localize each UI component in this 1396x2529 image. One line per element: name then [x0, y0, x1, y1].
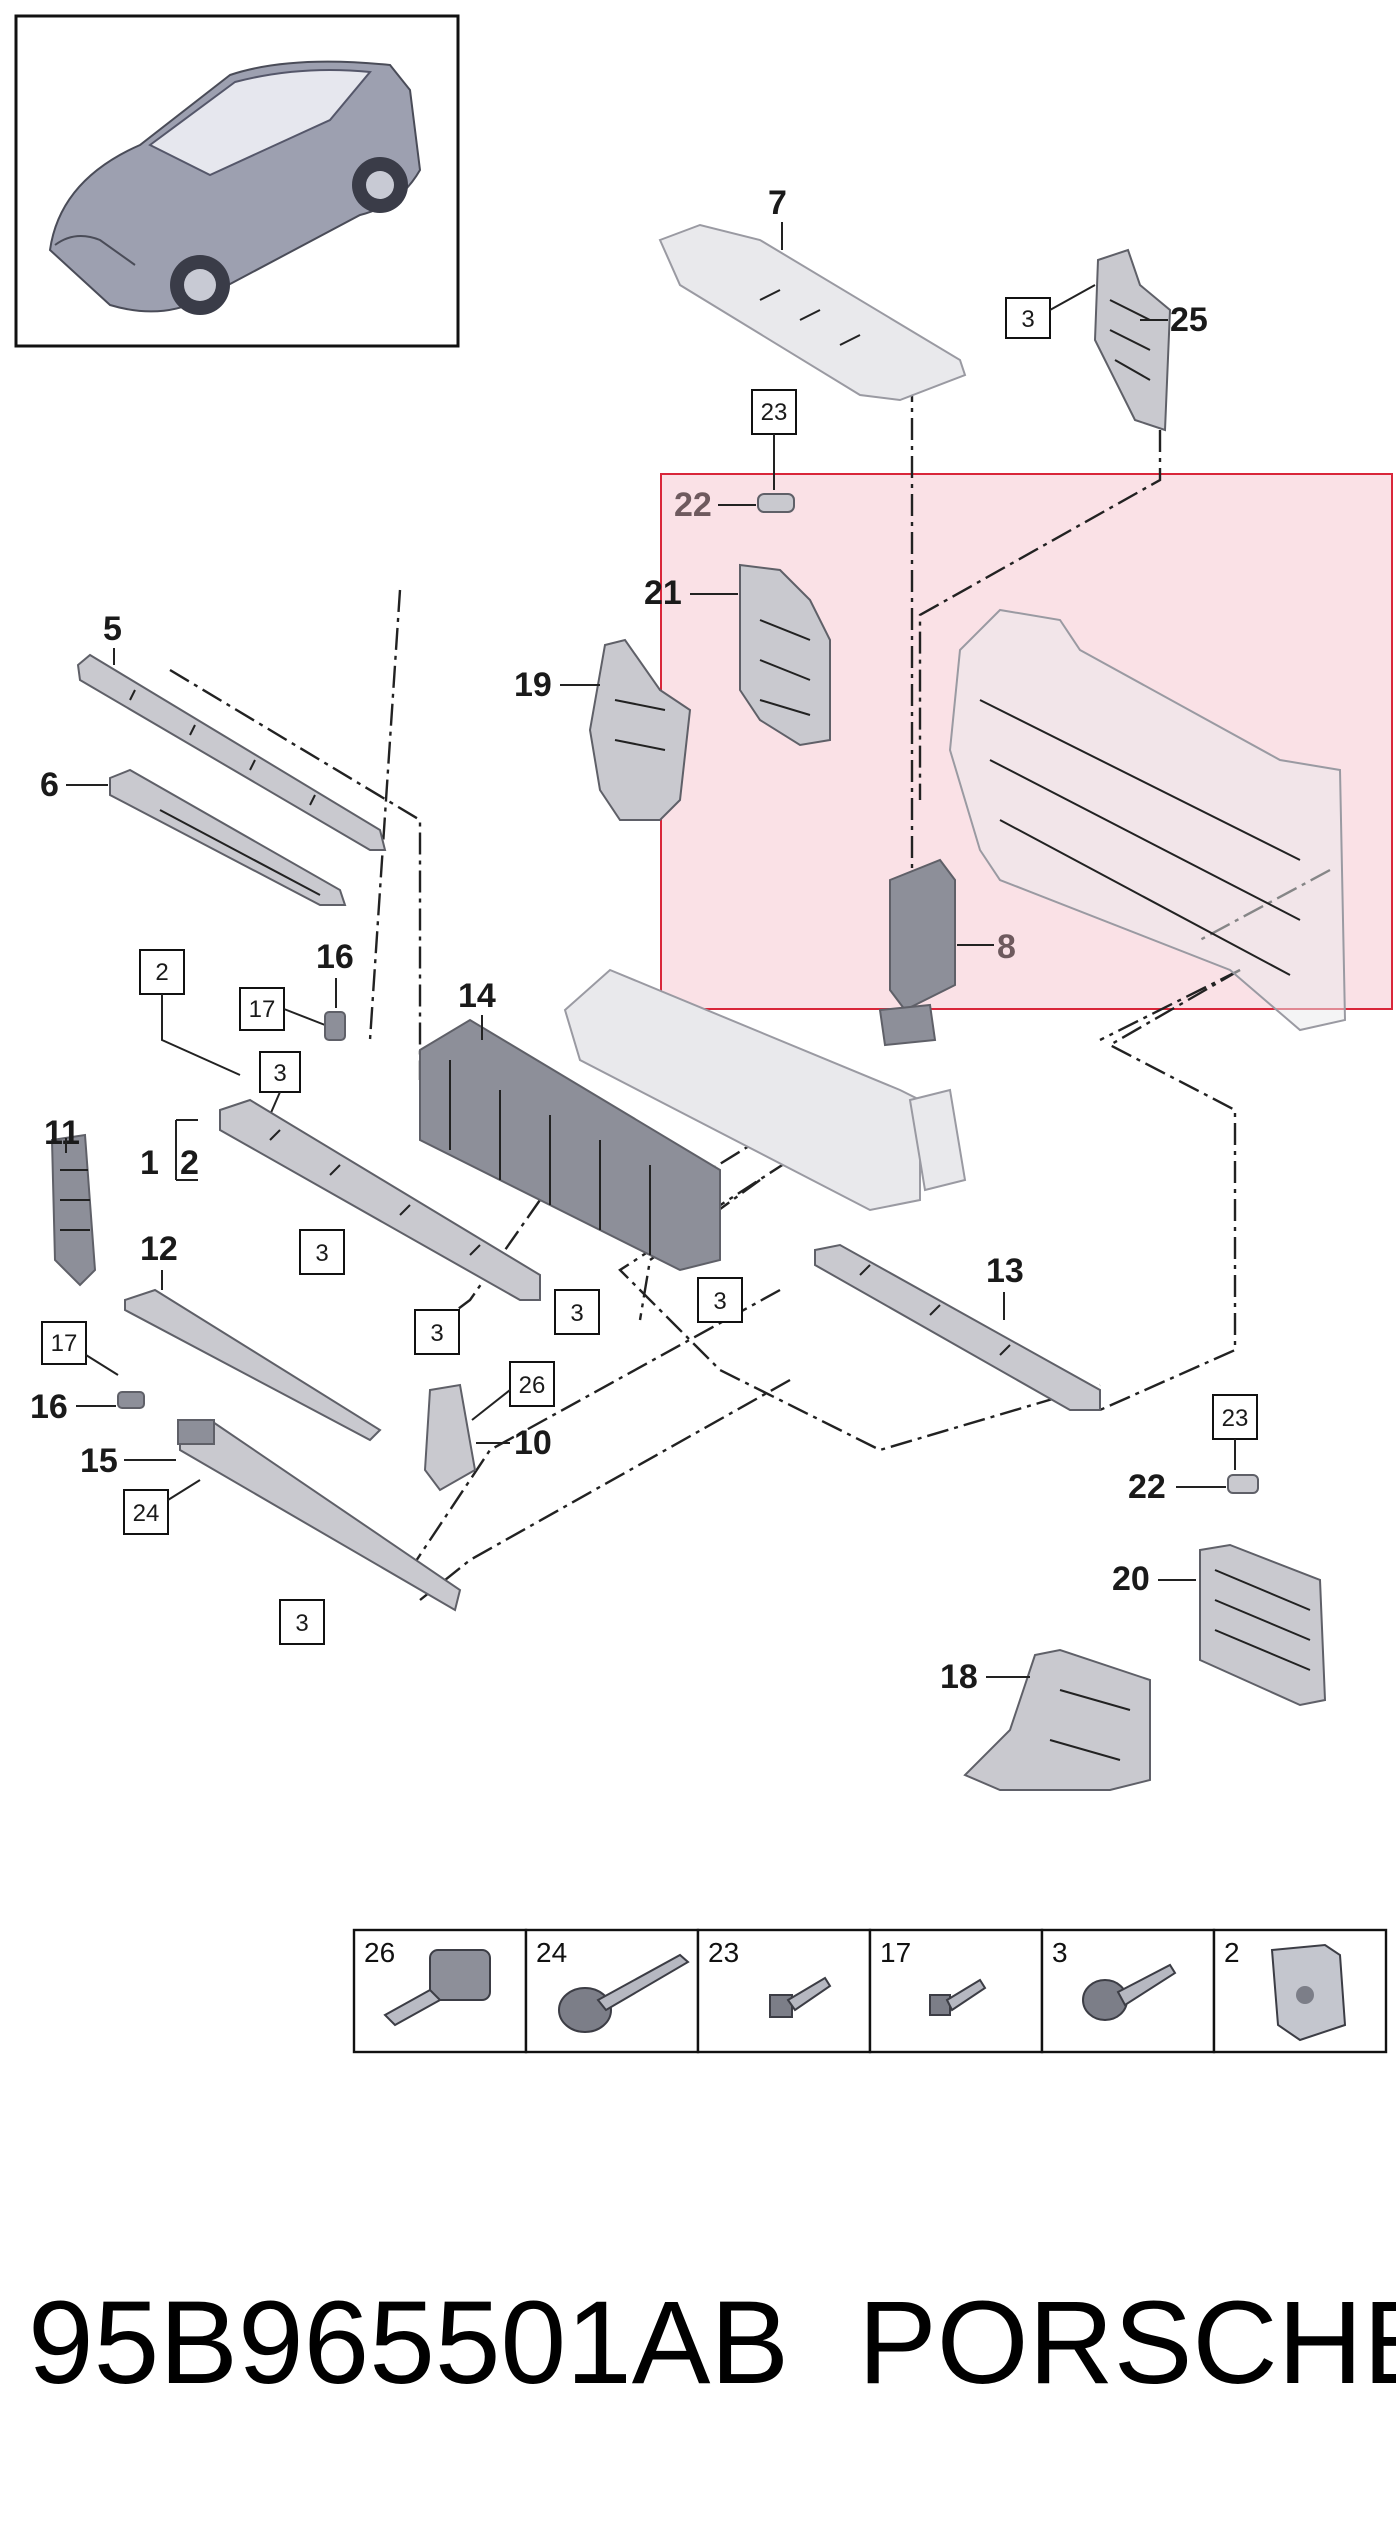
- callout-11: 11: [44, 1114, 80, 1152]
- boxed-2-text: 2: [155, 959, 168, 986]
- callout-16-a: 16: [316, 938, 354, 976]
- callout-6: 6: [40, 766, 59, 804]
- callout-8: 8: [997, 928, 1016, 966]
- boxed-3-d: [554, 1289, 600, 1335]
- callout-16-b: 16: [30, 1388, 68, 1426]
- part-11-side-grille: [50, 1133, 97, 1287]
- callout-22-b: 22: [1128, 1468, 1166, 1506]
- boxed-23-a: [751, 389, 797, 435]
- boxed-23-b: [1212, 1394, 1258, 1440]
- part-7-upper-duct: [658, 223, 967, 402]
- boxed-3-d-text: 3: [570, 1300, 583, 1327]
- boxed-17-b: [41, 1321, 87, 1365]
- legend-label-3: 3: [1052, 1937, 1068, 1968]
- front-carrier-frame: [948, 608, 1347, 1032]
- part-19-left-air-duct: [588, 638, 692, 821]
- callout-2: 2: [180, 1144, 199, 1182]
- legend-label-24: 24: [536, 1937, 567, 1968]
- legend-icon-bolt-23: [769, 1976, 832, 2018]
- callout-18: 18: [940, 1658, 978, 1696]
- callout-22-a: 22: [674, 486, 712, 524]
- boxed-26: [509, 1361, 555, 1407]
- boxed-26-text: 26: [519, 1372, 546, 1399]
- part-13-underbody-panel: [814, 1243, 1101, 1411]
- boxed-17-b-text: 17: [51, 1330, 78, 1357]
- part-10-air-deflector: [423, 1383, 477, 1492]
- part-22-sensor-right: [1227, 1474, 1259, 1494]
- footer-brand: PORSCHE: [858, 2277, 1396, 2409]
- callout-14: 14: [458, 977, 496, 1015]
- legend-icon-screw-17: [929, 1978, 987, 2016]
- boxed-3-c: [299, 1229, 345, 1275]
- boxed-3-f-text: 3: [713, 1288, 726, 1315]
- part-16-clip-upper: [324, 1011, 346, 1041]
- part-21-air-guide: [739, 563, 831, 747]
- boxed-3-b-text: 3: [273, 1060, 286, 1087]
- boxed-23-a-text: 23: [761, 399, 788, 426]
- boxed-3-e-text: 3: [430, 1320, 443, 1347]
- legend-label-26: 26: [364, 1937, 395, 1968]
- callout-20: 20: [1112, 1560, 1150, 1598]
- boxed-17-a-text: 17: [249, 996, 276, 1023]
- boxed-3-f: [697, 1277, 743, 1323]
- boxed-3-g-text: 3: [295, 1610, 308, 1637]
- boxed-3-c-text: 3: [315, 1240, 328, 1267]
- part-5-upper-trim: [76, 653, 387, 851]
- callout-19: 19: [514, 666, 552, 704]
- part-20-radiator: [1199, 1543, 1327, 1707]
- footer-part-number: 95B965501AB: [28, 2277, 789, 2409]
- callout-15: 15: [80, 1442, 118, 1480]
- callout-12: 12: [140, 1230, 178, 1268]
- boxed-3-e: [414, 1309, 460, 1355]
- part-14-active-shutter: [419, 1018, 721, 1272]
- boxed-24: [123, 1489, 169, 1535]
- part-18-lower-air-duct: [963, 1648, 1151, 1791]
- part-8-guide-panel: [878, 858, 956, 1047]
- legend-icon-clip-nut-2: [1270, 1943, 1347, 2042]
- callout-10: 10: [514, 1424, 552, 1462]
- boxed-3-a-text: 3: [1021, 306, 1034, 333]
- fastener-legend: 26 24 23 17 3 2: [352, 1928, 1388, 2054]
- bumper-beam: [563, 968, 967, 1212]
- legend-icon-sensor: [383, 1949, 491, 2027]
- legend-label-23: 23: [708, 1937, 739, 1968]
- part-6-grille-support: [109, 768, 347, 906]
- part-15-lower-bracket: [177, 1418, 462, 1612]
- boxed-3-g: [279, 1599, 325, 1645]
- callout-5: 5: [103, 610, 122, 648]
- callout-13: 13: [986, 1252, 1024, 1290]
- callout-1: 1: [140, 1144, 159, 1182]
- boxed-3-a: [1005, 297, 1051, 339]
- boxed-24-text: 24: [133, 1500, 160, 1527]
- legend-icon-flange-bolt-3: [1082, 1963, 1177, 2021]
- vehicle-thumbnail: [48, 60, 422, 315]
- part-1-lower-crossmember: [219, 1098, 541, 1301]
- callout-25: 25: [1170, 301, 1208, 339]
- part-22-sensor-top: [757, 493, 795, 513]
- legend-label-17: 17: [880, 1937, 911, 1968]
- callout-21: 21: [644, 574, 682, 612]
- part-12-lower-trim: [124, 1288, 382, 1442]
- boxed-2: [139, 949, 185, 995]
- part-25-side-bracket: [1093, 248, 1172, 432]
- part-16-clip-lower: [117, 1391, 145, 1409]
- callout-7: 7: [768, 184, 787, 222]
- boxed-23-b-text: 23: [1222, 1405, 1249, 1432]
- legend-label-2: 2: [1224, 1937, 1240, 1968]
- legend-icon-long-bolt: [558, 1953, 690, 2033]
- boxed-3-b: [259, 1051, 301, 1093]
